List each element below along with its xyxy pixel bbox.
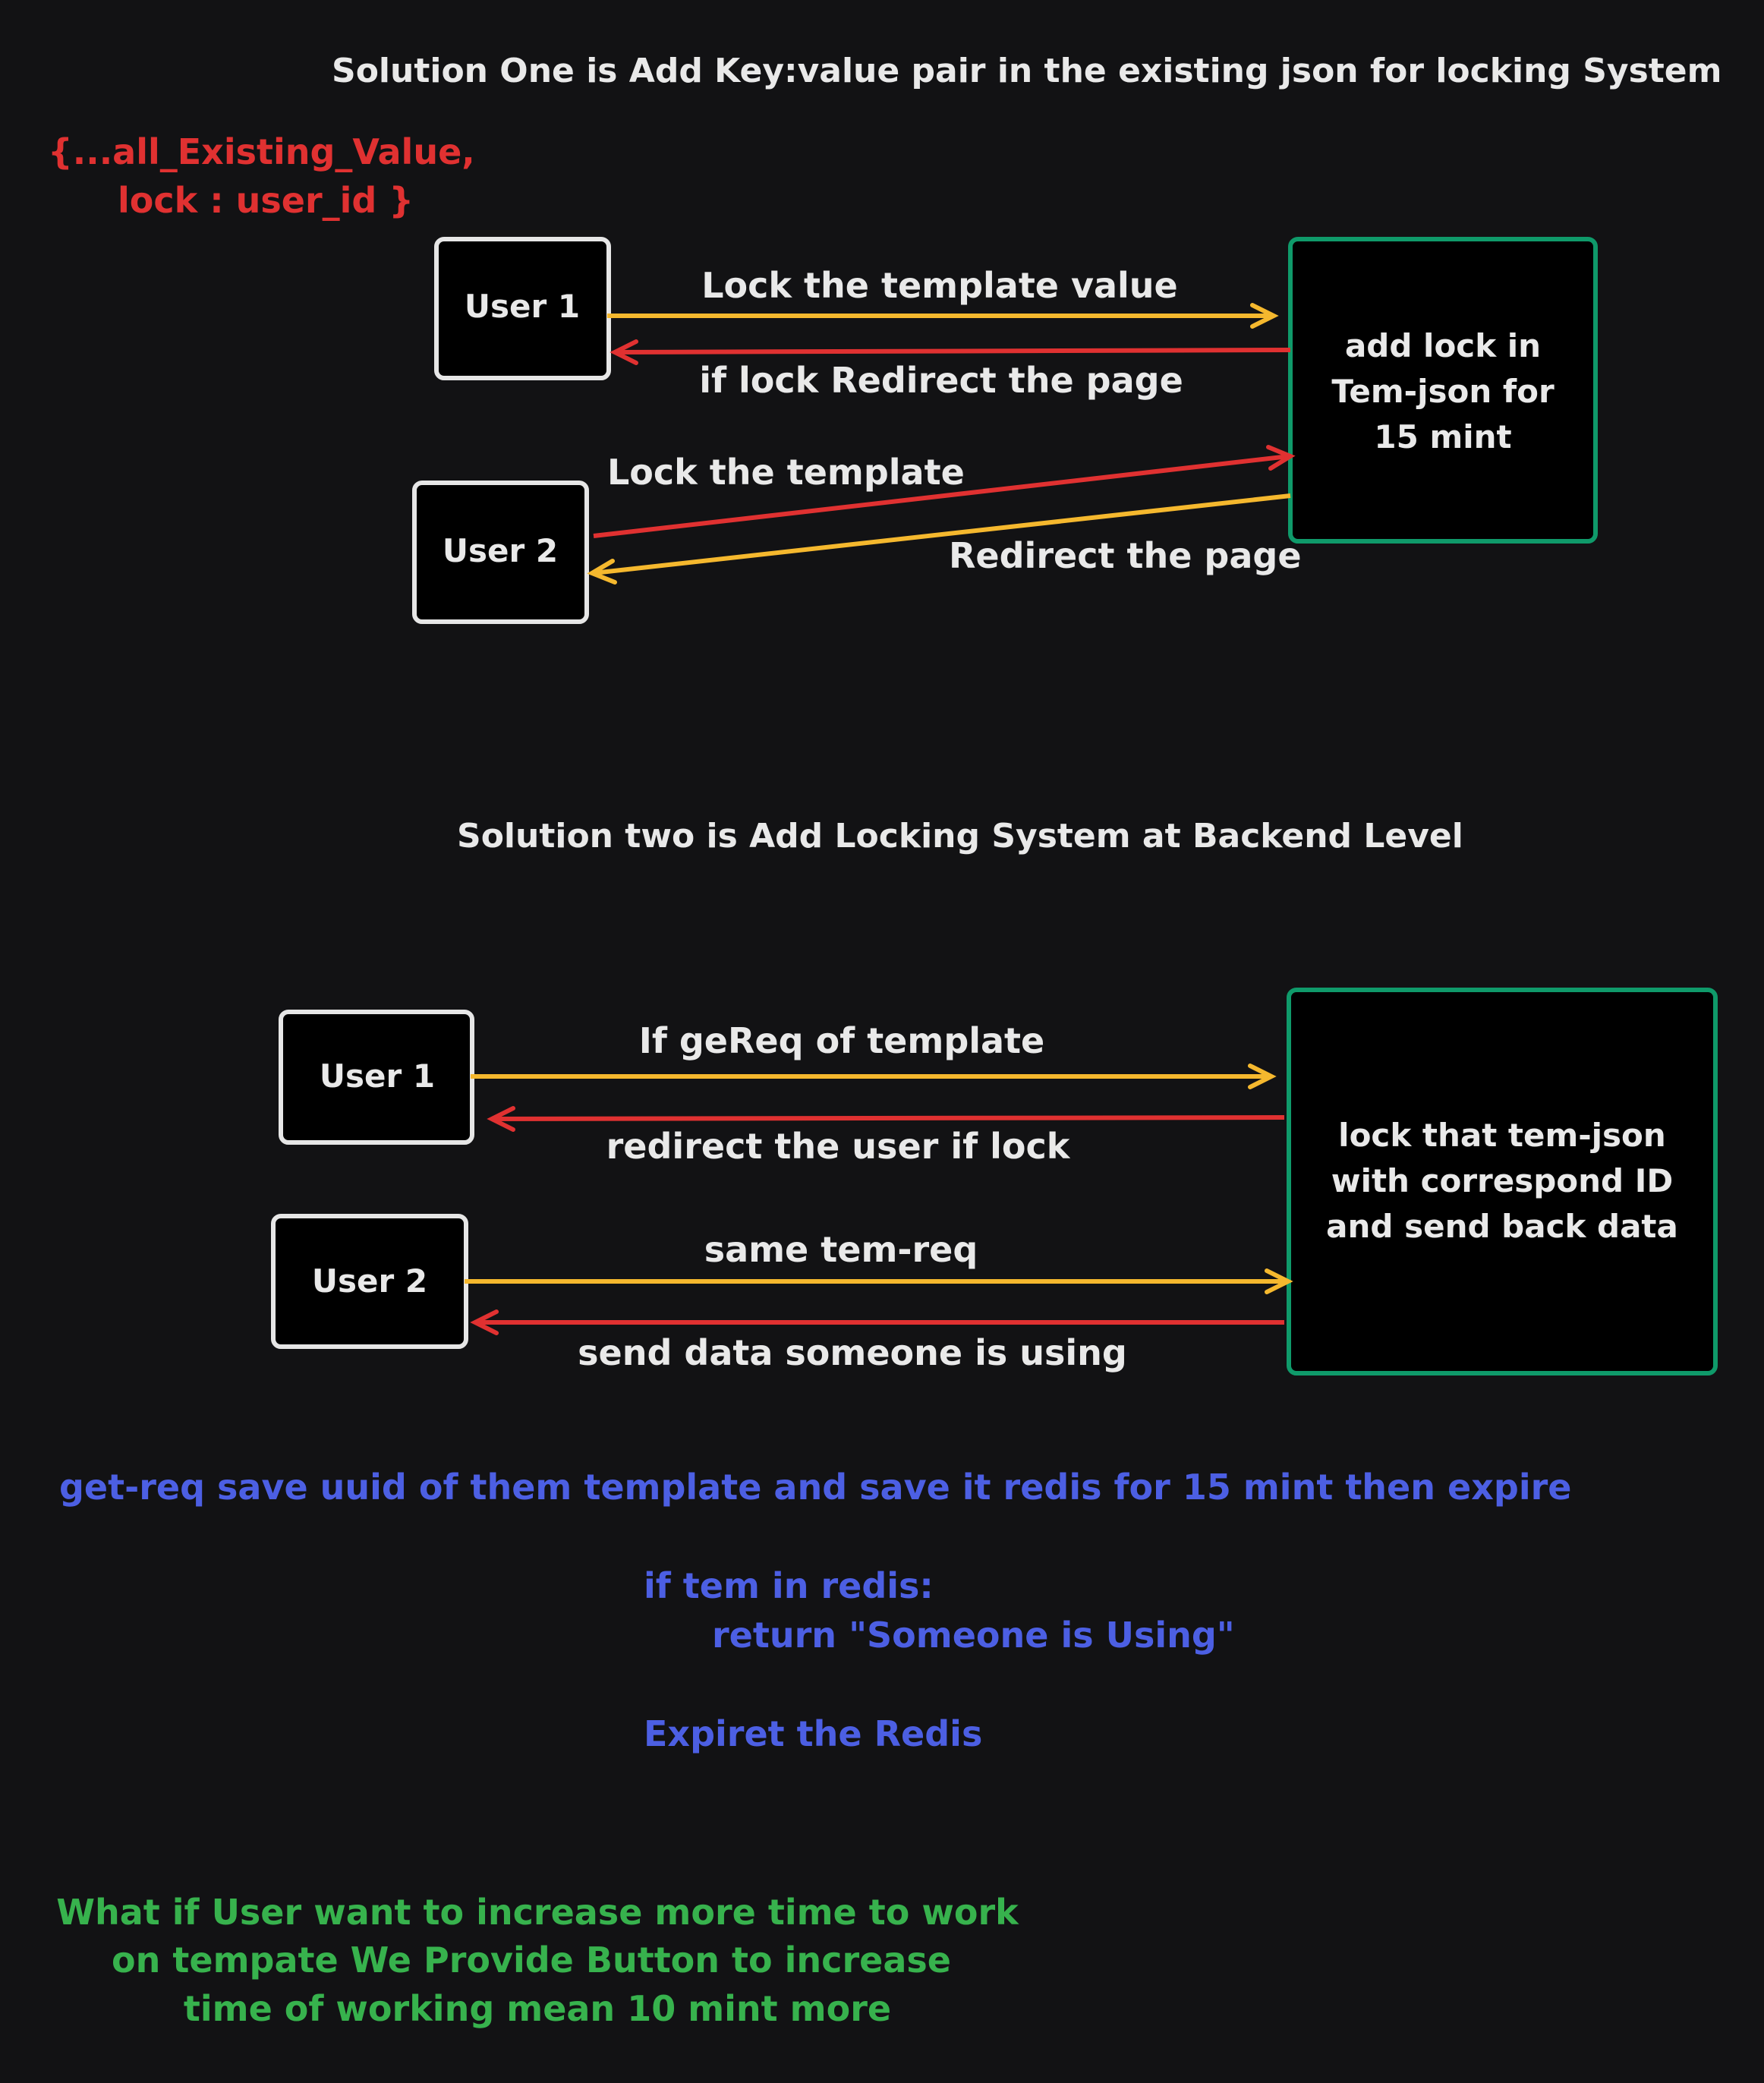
code-line-2: lock : user_id } (118, 180, 414, 221)
code-line-1: {...all_Existing_Value, (48, 131, 475, 172)
s2-arrow-user2-request (465, 1268, 1293, 1294)
solution-one-user2-box: User 2 (412, 481, 589, 624)
solution-two-server-line-2: with correspond ID (1331, 1162, 1673, 1199)
s1-label-user1-response: if lock Redirect the page (699, 360, 1183, 401)
redis-note-line-2: if tem in redis: (644, 1565, 934, 1606)
solution-two-server-line-3: and send back data (1326, 1208, 1678, 1245)
solution-one-server-line-1: add lock in (1345, 327, 1541, 364)
extension-note-line-3: time of working mean 10 mint more (184, 1988, 891, 2029)
s1-arrow-user1-request (607, 303, 1279, 329)
solution-one-server-box: add lock in Tem-json for 15 mint (1288, 237, 1598, 544)
solution-two-user1-label: User 1 (320, 1057, 435, 1095)
s2-label-user1-response: redirect the user if lock (606, 1126, 1071, 1167)
redis-note-line-4: Expiret the Redis (644, 1713, 982, 1754)
solution-two-server-line-1: lock that tem-json (1338, 1117, 1666, 1154)
s2-arrow-user1-request (471, 1064, 1277, 1089)
s2-label-user2-request: same tem-req (704, 1229, 978, 1270)
extension-note-line-2: on tempate We Provide Button to increase (112, 1940, 951, 1981)
solution-one-user1-box: User 1 (434, 237, 611, 380)
s2-label-user1-request: If geReq of template (639, 1020, 1045, 1061)
s1-arrow-user1-response (610, 339, 1291, 365)
s2-label-user2-response: send data someone is using (578, 1332, 1127, 1373)
s1-arrow-user2-response (587, 493, 1291, 585)
solution-two-user2-box: User 2 (271, 1214, 468, 1349)
solution-one-user1-label: User 1 (465, 288, 580, 325)
solution-two-user2-label: User 2 (312, 1262, 427, 1300)
s2-arrow-user2-response (470, 1309, 1284, 1335)
s1-label-user2-request: Lock the template (607, 452, 965, 493)
solution-one-server-line-2: Tem-json for (1331, 373, 1555, 410)
redis-note-line-1: get-req save uuid of them template and s… (59, 1467, 1571, 1508)
solution-one-title: Solution One is Add Key:value pair in th… (332, 52, 1722, 90)
solution-two-user1-box: User 1 (279, 1010, 474, 1145)
solution-one-server-line-3: 15 mint (1374, 418, 1511, 455)
redis-note-line-3: return "Someone is Using" (712, 1615, 1235, 1656)
solution-one-user2-label: User 2 (443, 532, 558, 569)
s1-arrow-user2-request (593, 445, 1296, 538)
s2-arrow-user1-response (487, 1106, 1285, 1132)
s1-label-user1-request: Lock the template value (701, 265, 1178, 306)
solution-two-server-box: lock that tem-json with correspond ID an… (1287, 988, 1718, 1376)
extension-note-line-1: What if User want to increase more time … (56, 1892, 1019, 1933)
s1-label-user2-response: Redirect the page (949, 535, 1302, 576)
solution-two-title: Solution two is Add Locking System at Ba… (457, 817, 1463, 856)
